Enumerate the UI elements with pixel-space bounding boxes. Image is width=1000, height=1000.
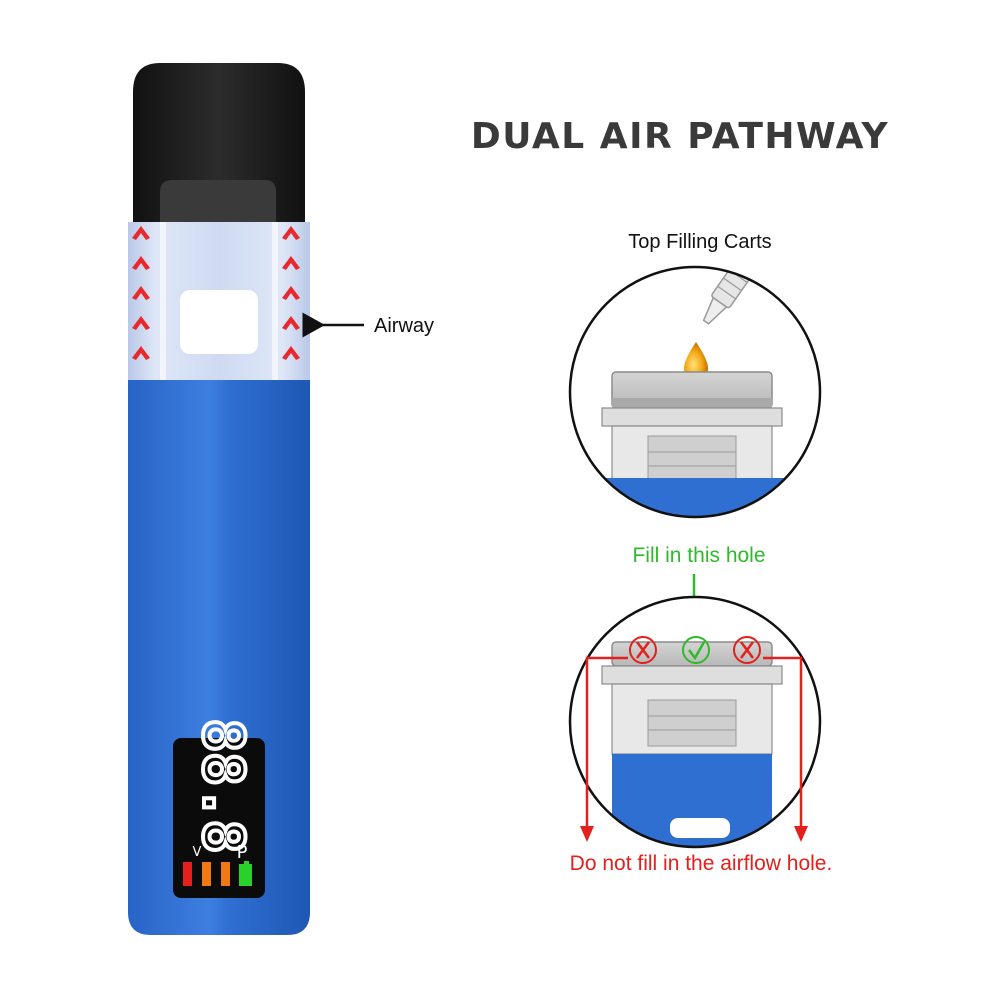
airway-callout: Airway	[302, 312, 434, 338]
top-filling-label: Top Filling Carts	[628, 231, 771, 253]
right-airflow-arrows	[282, 226, 300, 360]
top-filling-illustration	[568, 265, 822, 519]
display-digits: 88.8	[190, 719, 255, 854]
mouthpiece-step	[160, 180, 276, 222]
x-circle-icon-right	[733, 636, 761, 664]
airflow-hole-illustration	[568, 595, 822, 849]
airway-label: Airway	[374, 315, 434, 337]
display-unit-p: P	[237, 842, 248, 863]
x-circle-icon	[629, 636, 657, 664]
check-circle-icon	[682, 636, 710, 664]
battery-level-icon	[239, 861, 252, 886]
fill-hole-label: Fill in this hole	[632, 544, 765, 567]
battery-led-red	[183, 862, 192, 886]
battery-led-orange-2	[221, 862, 230, 886]
page-title: DUAL AIR PATHWAY	[471, 116, 889, 157]
no-fill-label: Do not fill in the airflow hole.	[570, 852, 833, 875]
tank-window	[180, 290, 258, 354]
device: 88.8 V P	[128, 63, 310, 935]
oil-drop-icon	[684, 342, 708, 380]
left-airflow-arrows	[132, 226, 150, 360]
airflow-warning-paths	[585, 656, 803, 830]
display-unit-v: V	[193, 845, 202, 860]
led-display: 88.8 V P	[173, 717, 265, 898]
battery-led-orange	[202, 862, 211, 886]
